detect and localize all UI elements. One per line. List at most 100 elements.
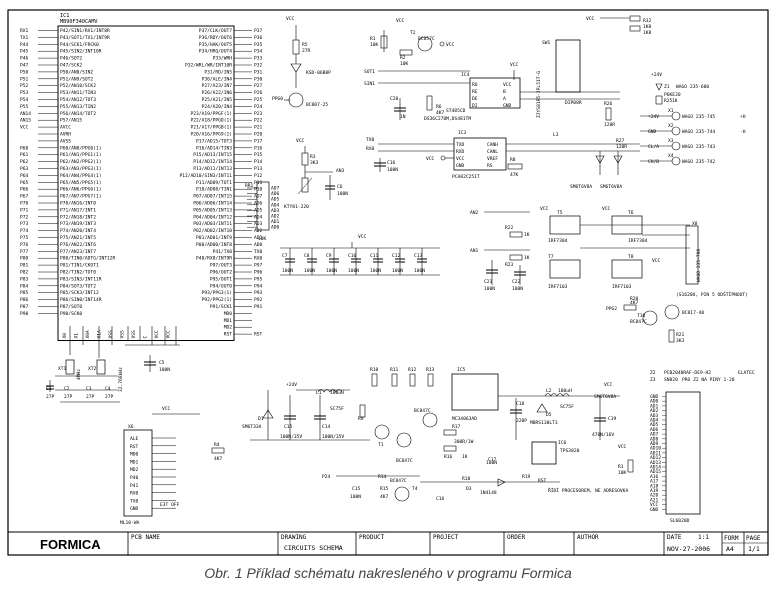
- ic1-left-net-label: P44: [20, 42, 29, 48]
- prog-conn-pin-label: MD0: [130, 452, 139, 458]
- ic1-right-pin-name: P33/WRH: [213, 56, 233, 62]
- r32-val-2: 1K8: [643, 30, 652, 36]
- ic1-right-net-label: P14: [254, 159, 263, 165]
- ext-pin-label: A19: [650, 488, 659, 494]
- ic1-right-pin-name: P25/A21/IN5: [202, 97, 233, 103]
- r19-ref: R19: [522, 474, 531, 480]
- ic1-right-net-label: P13: [254, 166, 263, 172]
- prog-conn-pin-label: GND: [130, 506, 139, 512]
- t2-part: BC847C: [396, 458, 413, 464]
- ext-pin-label: AD5: [650, 422, 659, 428]
- ic1-left-net-label: P83: [20, 276, 29, 282]
- ic1-left-net-label: P52: [20, 83, 29, 89]
- ic1-right-net-label: P33: [254, 56, 263, 62]
- rs485-vcc2: VCC: [446, 42, 455, 48]
- t1-part: BC807-25: [306, 102, 328, 108]
- ps-24v: +24V: [286, 382, 297, 388]
- l1-val: 100uH: [330, 390, 344, 396]
- ic1-right-net-label: P92: [254, 297, 263, 303]
- ic1-right-net-label: P15: [254, 152, 263, 158]
- t6-ref: T6: [628, 210, 634, 216]
- ic1-right-net-label: P16: [254, 145, 263, 151]
- ic1-left-net-label: P62: [20, 159, 29, 165]
- z3-part: SN820: [664, 377, 678, 383]
- ic4-pin-di: DI: [472, 103, 478, 109]
- ic3-ref: IC3: [458, 130, 467, 136]
- ic1-left-net-label: P67: [20, 194, 29, 200]
- ic1-right-pin-name: P34/HRQ/OUT4: [199, 49, 232, 55]
- ic1-left-pin-name: P52/AN10/SCK2: [60, 83, 96, 89]
- ext-r-val: 10K: [618, 470, 627, 476]
- terminal-signal: GND: [648, 129, 657, 135]
- ic1-right-pin-name: P21/A17/PPGB(1): [191, 125, 233, 131]
- r6-ref: R6: [436, 104, 442, 110]
- ext-pin-label: AD1: [650, 403, 659, 409]
- r32-ref: R32: [643, 18, 652, 24]
- c14-val: 100N/35V: [322, 434, 344, 440]
- ext-pin-label: A21: [650, 497, 659, 503]
- ic1-left-pin-name: P61/AN1/PPG1(1): [60, 152, 102, 158]
- ic1-left-pin-name: P71/AN17/INT1: [60, 207, 96, 213]
- r32-val-1: 1K8: [643, 24, 652, 30]
- prog-conn-pin-label: TX0: [130, 498, 139, 504]
- r25-ref: R25: [664, 98, 673, 104]
- ic6-ref: IC6: [558, 440, 567, 446]
- r13-ref: R13: [426, 367, 435, 373]
- ic1-right-net-label: P97: [254, 263, 263, 269]
- rs485-vcc: VCC: [396, 18, 405, 24]
- ic1-right-pin-name: P14/AD12/INT14: [193, 159, 232, 165]
- ic1-right-pin-name: P36/RDY/OUT6: [199, 35, 232, 41]
- terminal-part: WAGO 235-743: [682, 144, 715, 150]
- ic1-right-pin-name: RST: [224, 332, 233, 338]
- hb-vcc2: VCC: [602, 206, 611, 212]
- ic1-bottom-pin-name: X0: [62, 333, 68, 339]
- ic1-left-pin-name: P51/AN9/SOT2: [60, 76, 93, 82]
- rs485-r2-ref: R2: [400, 55, 406, 61]
- ic1-left-net-label: P82: [20, 270, 29, 276]
- c1-ref: C1: [46, 386, 52, 392]
- ic1-right-pin-name: P13/AD11/INT13: [193, 166, 232, 172]
- product-label: PRODUCT: [359, 534, 385, 541]
- ic1-right-net-label: AD3: [254, 221, 263, 227]
- c17-val: 100N: [486, 460, 497, 466]
- ext-r-ref: R1: [618, 464, 624, 470]
- xt2-label: XT2: [88, 366, 97, 372]
- c14-ref: C14: [322, 424, 331, 430]
- ic1-bottom-pin-name: C: [143, 336, 149, 339]
- r18-ref: R18: [462, 476, 471, 482]
- r23-val: 1K: [524, 255, 530, 261]
- l2-ref: L2: [546, 388, 552, 394]
- rr1-pin-label: AD0: [271, 225, 280, 231]
- ic1-right-net-label: P91: [254, 304, 263, 310]
- r15-val: 4K7: [380, 494, 389, 500]
- led-driver: VCC R5 27R KSD-06B8P BC807-25 PPG0: [272, 16, 331, 108]
- ic1-right-pin-name: P04/AD04/INT12: [193, 214, 232, 220]
- ext-pin-label: AD15: [650, 469, 661, 475]
- ic1-right-pin-name: MD2: [224, 325, 233, 331]
- ic1-right-pin-name: P91/SCK1: [210, 304, 232, 310]
- r3-ref: R3: [310, 154, 316, 160]
- ic1-ref: IC1: [60, 13, 69, 19]
- terminal-part: WAGO 235-742: [682, 159, 715, 165]
- led-part: KSD-06B8P: [306, 70, 331, 76]
- ext-pin-label: A20: [650, 493, 659, 499]
- ic1-right-pin-name: P05/AD05/INT13: [193, 207, 232, 213]
- ic4-ref: IC4: [461, 72, 470, 78]
- ic1-left-net-label: TX1: [20, 35, 29, 41]
- ic1-right-net-label: P26: [254, 90, 263, 96]
- ic1-right-net-label: AD0: [254, 242, 263, 248]
- ic1-right-net-label: P34: [254, 49, 263, 55]
- ic1-bottom-pin-name: VCC: [154, 330, 160, 339]
- ic1-right-pin-name: P06/AD06/INT14: [193, 201, 232, 207]
- r20-val: 4K7: [630, 300, 639, 306]
- ic3-pin-canl: CANL: [487, 149, 498, 155]
- ic1-left-net-label: P75: [20, 235, 29, 241]
- ic1-right-pin-name: P11/AD09/TOT1: [196, 180, 232, 186]
- x7-extra: ELATEC: [738, 370, 755, 376]
- ic1-left-pin-name: P84/SOT3/TOT2: [60, 283, 96, 289]
- c17-ref: C17: [488, 457, 497, 463]
- x8-ref: X8: [692, 221, 698, 227]
- ic1-right-net-label: P96: [254, 270, 263, 276]
- ic1-left-pin-name: P81/TIN1/CKOT1: [60, 263, 99, 269]
